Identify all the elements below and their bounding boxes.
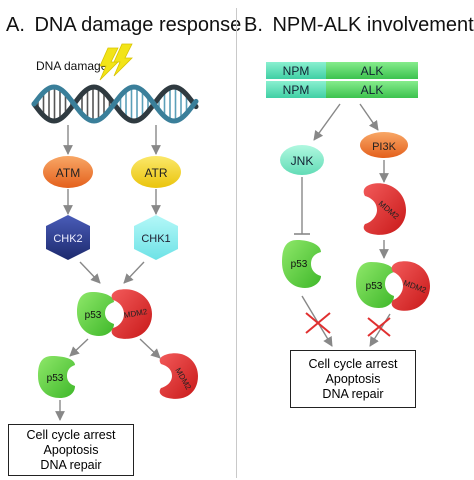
mdm2-top-node: MDM2 xyxy=(363,183,406,235)
p53-complex-shape xyxy=(356,262,394,308)
panel-b-heading: NPM-ALK involvement xyxy=(272,14,474,36)
arrow-complex-p53 xyxy=(69,338,89,357)
block-cross-icon xyxy=(305,312,331,334)
mdm2-free-node: MDM2 xyxy=(159,353,198,399)
outcome-b-line-2: Apoptosis xyxy=(325,371,381,386)
inhibit-jnk-p53 xyxy=(294,177,310,235)
arrow-chk2-complex xyxy=(79,261,101,284)
helix-strand xyxy=(31,84,199,124)
outcome-a-line-2: Apoptosis xyxy=(43,442,99,457)
arrow-alk-jnk xyxy=(313,103,341,141)
npm-label-2: NPM xyxy=(283,83,310,97)
outcome-b-line-1: Cell cycle arrest xyxy=(308,356,398,371)
jnk-label: JNK xyxy=(291,154,314,168)
chk1-label: CHK1 xyxy=(141,233,170,245)
p53-label: p53 xyxy=(85,310,102,321)
block-cross-icon xyxy=(367,317,391,337)
blocked-arrow-left xyxy=(301,295,333,347)
alk-segment-2 xyxy=(326,81,418,98)
npm-segment-2 xyxy=(266,81,326,98)
pi3k-node: PI3K xyxy=(360,132,408,158)
panel-b-label: B. xyxy=(244,14,263,36)
chk1-node: CHK1 xyxy=(134,215,178,260)
arrow-chk1-complex xyxy=(123,261,145,284)
jnk-node: JNK xyxy=(280,145,324,175)
lightning-icon xyxy=(99,43,133,81)
blocked-arrow-right xyxy=(367,313,391,347)
p53-complex-label: p53 xyxy=(366,281,383,292)
p53-left-label: p53 xyxy=(291,259,308,270)
panel-divider xyxy=(236,8,237,478)
alk-segment-1 xyxy=(326,62,418,79)
chk2-node: CHK2 xyxy=(46,215,90,260)
alk-label-2: ALK xyxy=(361,83,384,97)
p53-shape xyxy=(77,292,114,336)
atm-label: ATM xyxy=(56,166,80,180)
panel-a-title: A. DNA damage response xyxy=(6,14,241,37)
pi3k-label: PI3K xyxy=(372,141,397,153)
panel-b-title: B. NPM-ALK involvement xyxy=(244,14,474,37)
outcome-a-line-1: Cell cycle arrest xyxy=(26,427,116,442)
npm-alk-fusion: NPM ALK NPM ALK xyxy=(266,62,418,98)
dna-helix-icon xyxy=(31,84,199,124)
chk2-label: CHK2 xyxy=(53,233,82,245)
atm-node: ATM xyxy=(43,156,93,188)
outcome-a-line-3: DNA repair xyxy=(40,457,102,472)
outcome-b-line-3: DNA repair xyxy=(322,386,384,401)
arrow-alk-pi3k xyxy=(359,103,379,131)
dna-damage-group: DNA damage xyxy=(36,43,133,81)
p53-free-label: p53 xyxy=(47,373,64,384)
npm-segment-1 xyxy=(266,62,326,79)
mdm2-shape xyxy=(111,289,152,339)
p53-mdm2-complex-b: p53 MDM2 xyxy=(356,261,430,311)
outcome-box-a: Cell cycle arrest Apoptosis DNA repair xyxy=(8,424,134,476)
atr-label: ATR xyxy=(144,166,167,180)
arrow-complex-mdm2 xyxy=(139,338,161,359)
atr-node: ATR xyxy=(131,156,181,188)
dna-damage-label: DNA damage xyxy=(36,59,108,73)
panel-a-heading: DNA damage response xyxy=(34,14,242,36)
outcome-box-b: Cell cycle arrest Apoptosis DNA repair xyxy=(290,350,416,408)
p53-free-node: p53 xyxy=(38,356,75,398)
mdm2-label: MDM2 xyxy=(123,307,148,320)
p53-mdm2-complex: p53 MDM2 xyxy=(77,289,152,339)
npm-label-1: NPM xyxy=(283,64,310,78)
panel-a-label: A. xyxy=(6,14,25,36)
alk-label-1: ALK xyxy=(361,64,384,78)
p53-left-node: p53 xyxy=(282,240,321,288)
mdm2-complex-shape xyxy=(391,261,430,311)
